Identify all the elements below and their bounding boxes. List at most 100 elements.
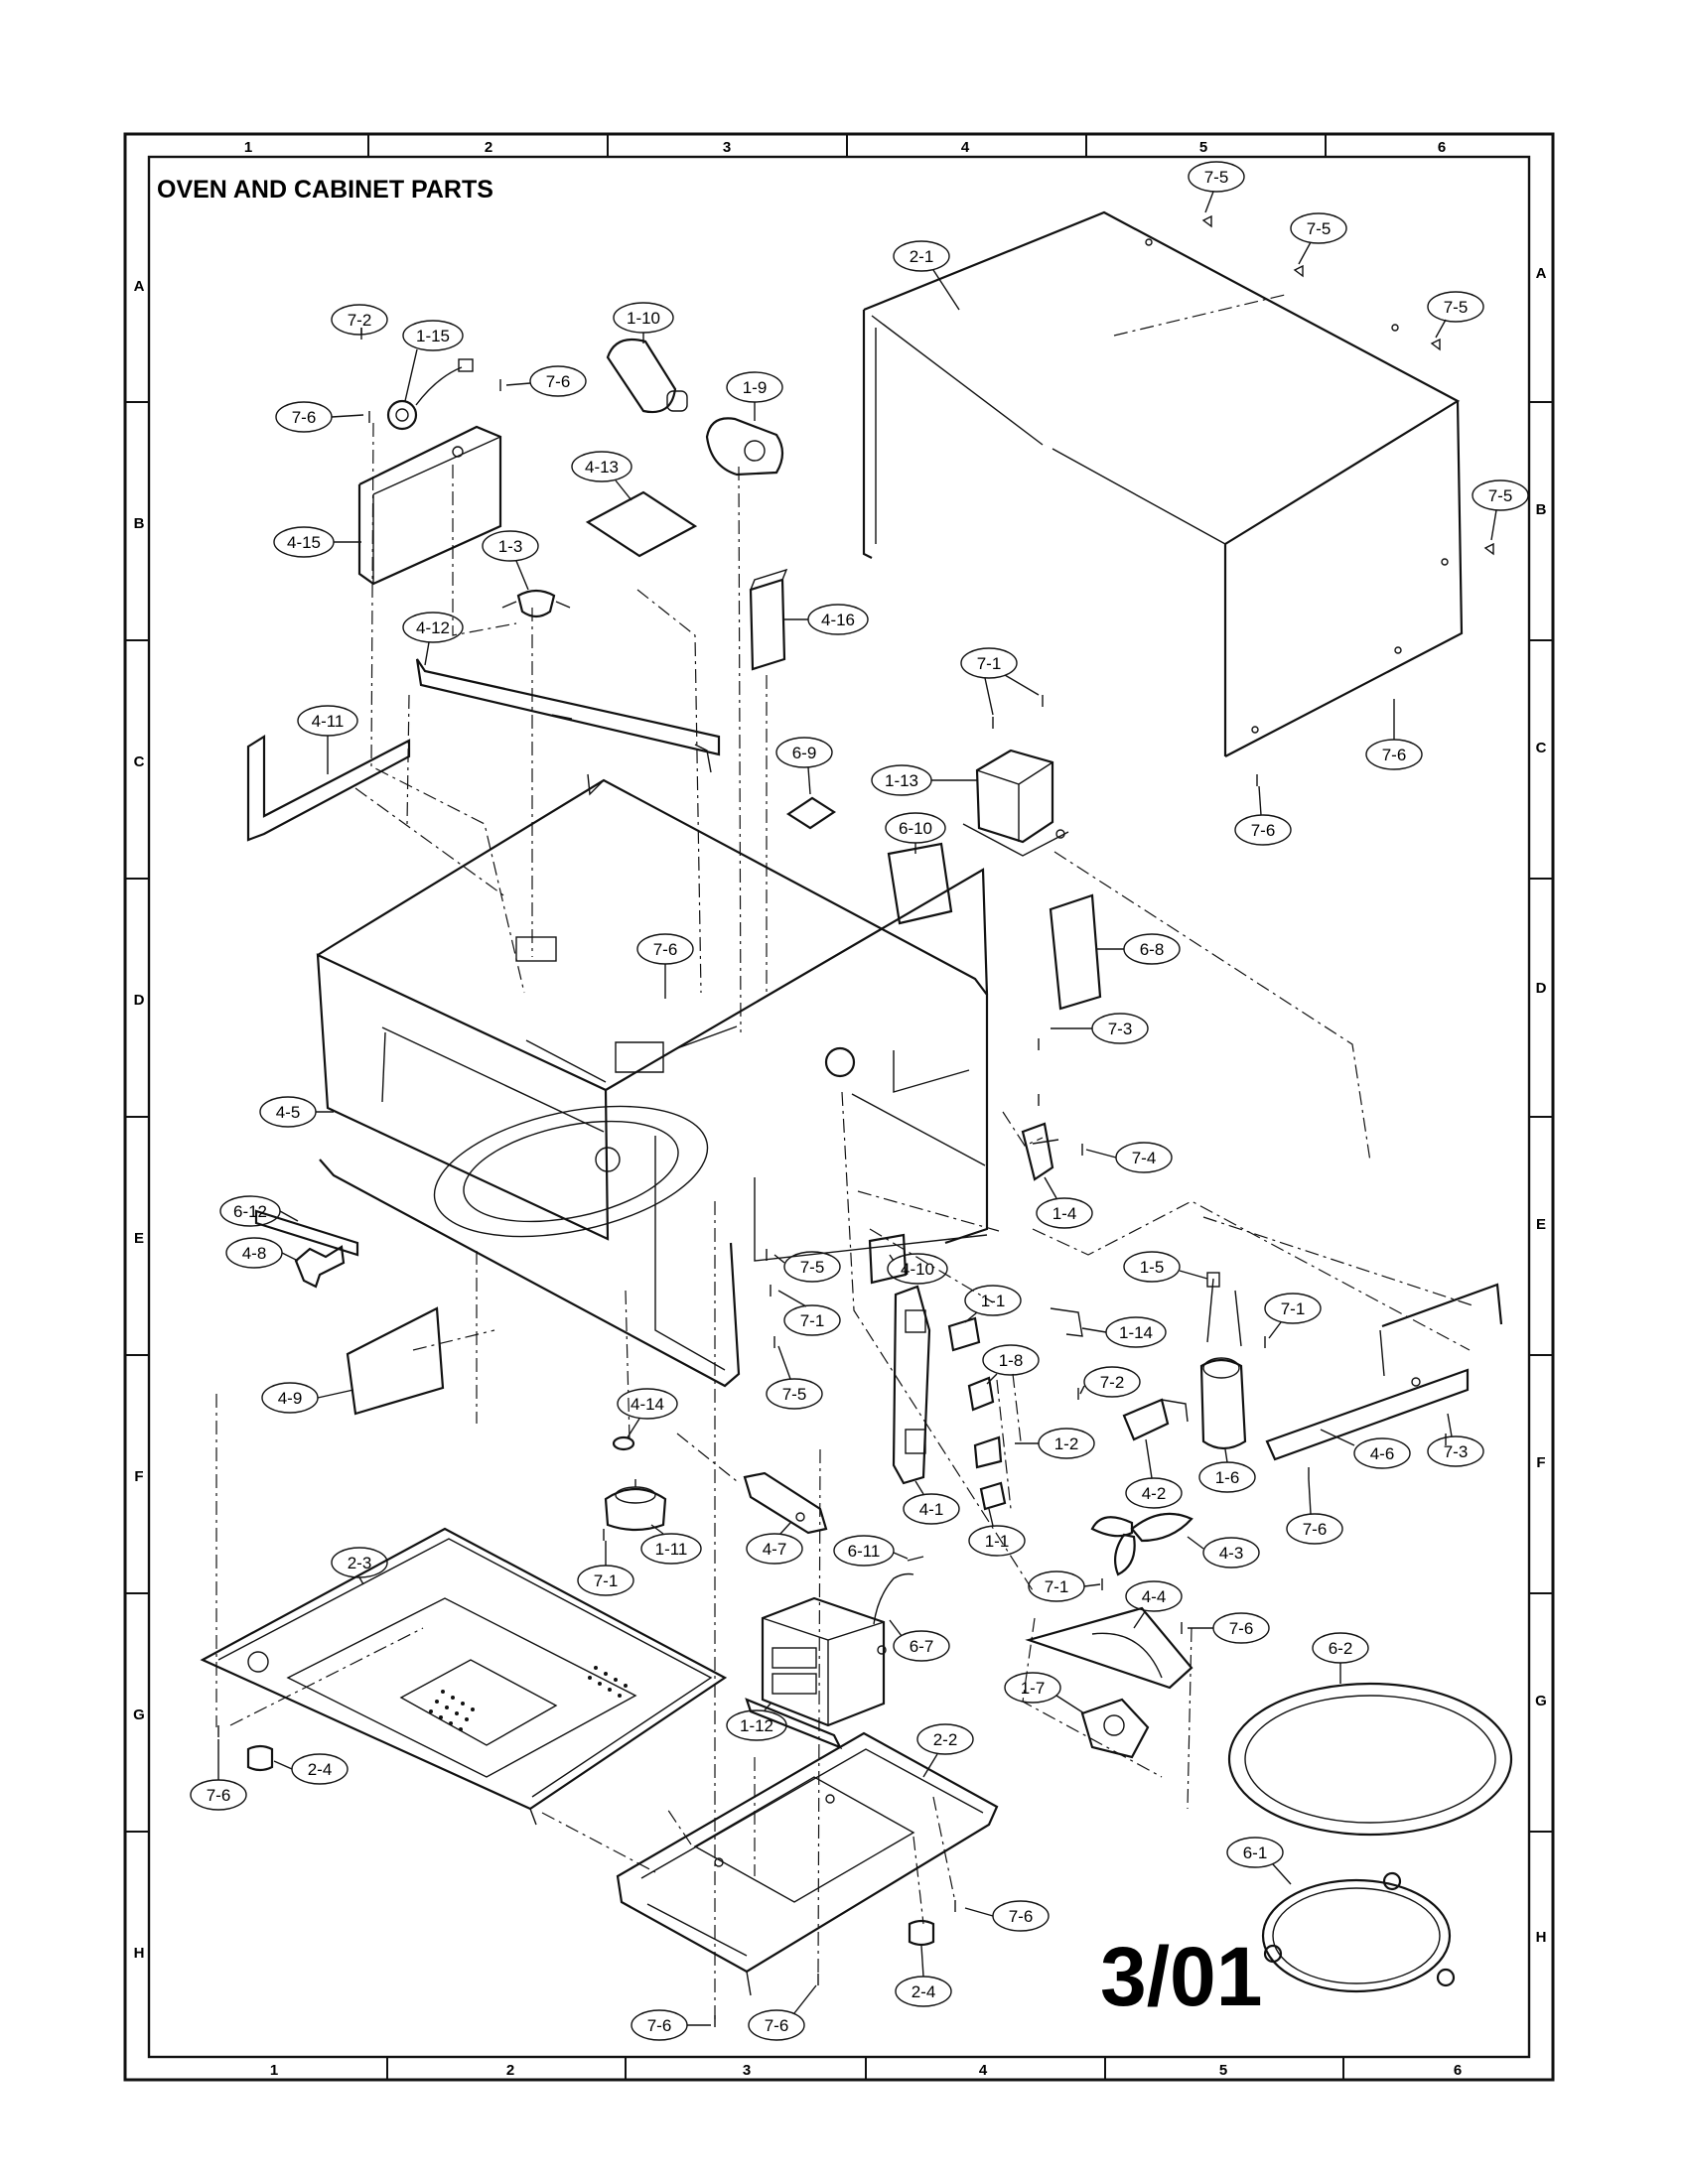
callout-2-4-label: 2-4 bbox=[308, 1760, 333, 1779]
callout-7-2-label: 7-2 bbox=[348, 311, 372, 330]
callout-4-15: 4-15 bbox=[273, 526, 361, 558]
callout-7-4: 7-4 bbox=[1085, 1142, 1173, 1173]
grid-col-top-3: 3 bbox=[723, 139, 731, 156]
callout-7-6-label: 7-6 bbox=[546, 372, 571, 391]
callout-4-12: 4-12 bbox=[402, 612, 464, 666]
callout-1-12-label: 1-12 bbox=[740, 1716, 773, 1735]
callout-7-1-label: 7-1 bbox=[1281, 1299, 1306, 1318]
callout-7-6: 7-6 bbox=[1188, 1612, 1270, 1644]
callout-6-11: 6-11 bbox=[833, 1535, 909, 1567]
callout-2-4: 2-4 bbox=[895, 1945, 952, 2007]
label-sheets-drawing bbox=[585, 490, 1102, 1011]
callout-4-10: 4-10 bbox=[887, 1253, 948, 1285]
grid-row-right-b: B bbox=[1536, 501, 1547, 518]
callout-4-2-label: 4-2 bbox=[1142, 1484, 1167, 1503]
callout-6-10: 6-10 bbox=[885, 812, 946, 854]
callout-2-1-label: 2-1 bbox=[910, 247, 934, 266]
callout-7-6: 7-6 bbox=[964, 1900, 1050, 1932]
callout-7-5-label: 7-5 bbox=[1444, 298, 1469, 317]
callout-4-13-label: 4-13 bbox=[585, 458, 619, 477]
callout-1-15: 1-15 bbox=[402, 320, 464, 402]
callout-1-13-label: 1-13 bbox=[885, 771, 918, 790]
rail-4-6-drawing bbox=[1265, 1283, 1503, 1461]
grid-col-top-4: 4 bbox=[961, 139, 970, 156]
callout-7-6: 7-6 bbox=[190, 1739, 247, 1811]
callout-4-11: 4-11 bbox=[297, 705, 358, 774]
callout-7-1: 7-1 bbox=[1264, 1293, 1322, 1339]
callout-7-6-label: 7-6 bbox=[1382, 746, 1407, 764]
callout-2-2: 2-2 bbox=[916, 1723, 974, 1778]
callout-6-2: 6-2 bbox=[1312, 1632, 1369, 1684]
callout-4-16-label: 4-16 bbox=[821, 611, 855, 629]
callout-7-1: 7-1 bbox=[1028, 1570, 1101, 1602]
bracket-4-15-drawing bbox=[357, 358, 502, 586]
callout-7-3: 7-3 bbox=[1051, 1013, 1149, 1044]
grid-row-left-c: C bbox=[134, 753, 145, 770]
grid-row-left-e: E bbox=[134, 1230, 144, 1247]
callout-4-13: 4-13 bbox=[571, 451, 632, 501]
callout-4-5: 4-5 bbox=[259, 1096, 334, 1128]
callout-2-2-label: 2-2 bbox=[933, 1730, 958, 1749]
callout-4-9-label: 4-9 bbox=[278, 1389, 303, 1408]
callout-7-1: 7-1 bbox=[960, 647, 1040, 716]
callout-7-6: 7-6 bbox=[1286, 1478, 1343, 1545]
bar-4-12-drawing bbox=[415, 658, 721, 773]
turntable-motor-drawing bbox=[604, 1435, 667, 1532]
grid-row-left-h: H bbox=[134, 1945, 145, 1962]
callout-4-9: 4-9 bbox=[261, 1382, 354, 1414]
callout-4-3-label: 4-3 bbox=[1219, 1544, 1244, 1563]
fan-motor-drawing bbox=[1025, 1606, 1193, 1759]
callout-7-5: 7-5 bbox=[1188, 161, 1245, 213]
callout-1-11: 1-11 bbox=[640, 1524, 702, 1565]
outer-cabinet-drawing bbox=[862, 210, 1464, 757]
switch-1-4-drawing bbox=[1021, 1122, 1059, 1181]
assembly-lines bbox=[215, 422, 1476, 2019]
callout-4-12-label: 4-12 bbox=[416, 618, 450, 637]
callout-7-6-label: 7-6 bbox=[292, 408, 317, 427]
bracket-4-7-drawing bbox=[743, 1471, 828, 1535]
callout-7-6-label: 7-6 bbox=[1009, 1907, 1034, 1926]
callout-7-6: 7-6 bbox=[1234, 785, 1292, 846]
door-parts-drawing bbox=[254, 1209, 445, 1416]
callout-4-14-label: 4-14 bbox=[631, 1395, 664, 1414]
grid-col-bottom-6: 6 bbox=[1454, 2062, 1462, 2079]
callout-7-6-label: 7-6 bbox=[1303, 1520, 1328, 1539]
callout-4-11-label: 4-11 bbox=[312, 712, 345, 731]
callout-2-4-label: 2-4 bbox=[912, 1982, 936, 2001]
callout-6-7-label: 6-7 bbox=[910, 1637, 934, 1656]
callout-4-8: 4-8 bbox=[225, 1237, 299, 1269]
base-chassis-drawing bbox=[616, 1731, 999, 1996]
callout-4-15-label: 4-15 bbox=[287, 533, 321, 552]
callout-6-12-label: 6-12 bbox=[233, 1202, 267, 1221]
callout-7-5-label: 7-5 bbox=[782, 1385, 807, 1404]
callout-4-2: 4-2 bbox=[1125, 1438, 1183, 1509]
callout-7-5-label: 7-5 bbox=[1488, 486, 1513, 505]
callout-1-5: 1-5 bbox=[1123, 1251, 1208, 1283]
callout-7-5: 7-5 bbox=[1290, 212, 1347, 265]
callout-7-5-label: 7-5 bbox=[800, 1258, 825, 1277]
turntable-tray-drawing bbox=[1227, 1682, 1513, 1837]
callout-4-8-label: 4-8 bbox=[242, 1244, 267, 1263]
callout-labels: 7-5 7-5 2-1 7-5 7-5 7-2 1-15 7-6 7-6 4-1… bbox=[190, 161, 1529, 2041]
grid-row-right-h: H bbox=[1536, 1929, 1547, 1946]
callout-7-1-label: 7-1 bbox=[1045, 1577, 1069, 1596]
callout-7-2: 7-2 bbox=[1079, 1366, 1141, 1398]
callout-1-4: 1-4 bbox=[1036, 1176, 1093, 1229]
roller-ring-drawing bbox=[1261, 1871, 1456, 1993]
callout-6-1-label: 6-1 bbox=[1243, 1843, 1268, 1862]
callout-1-14-label: 1-14 bbox=[1119, 1323, 1153, 1342]
callout-7-1: 7-1 bbox=[777, 1290, 841, 1336]
grid-col-bottom-3: 3 bbox=[743, 2062, 751, 2079]
base-plate-drawing bbox=[200, 1527, 728, 1826]
grid-row-right-c: C bbox=[1536, 740, 1547, 756]
foot-drawing bbox=[246, 1744, 935, 1947]
callout-1-13: 1-13 bbox=[871, 764, 977, 796]
callout-6-8-label: 6-8 bbox=[1140, 940, 1165, 959]
callout-7-6-label: 7-6 bbox=[765, 2016, 789, 2035]
callout-4-5-label: 4-5 bbox=[276, 1103, 301, 1122]
callout-7-6: 7-6 bbox=[748, 1984, 817, 2041]
callout-6-9: 6-9 bbox=[775, 737, 833, 795]
callout-6-12: 6-12 bbox=[219, 1195, 299, 1227]
callout-1-2: 1-2 bbox=[1015, 1428, 1095, 1459]
grid-col-top-2: 2 bbox=[485, 139, 492, 156]
